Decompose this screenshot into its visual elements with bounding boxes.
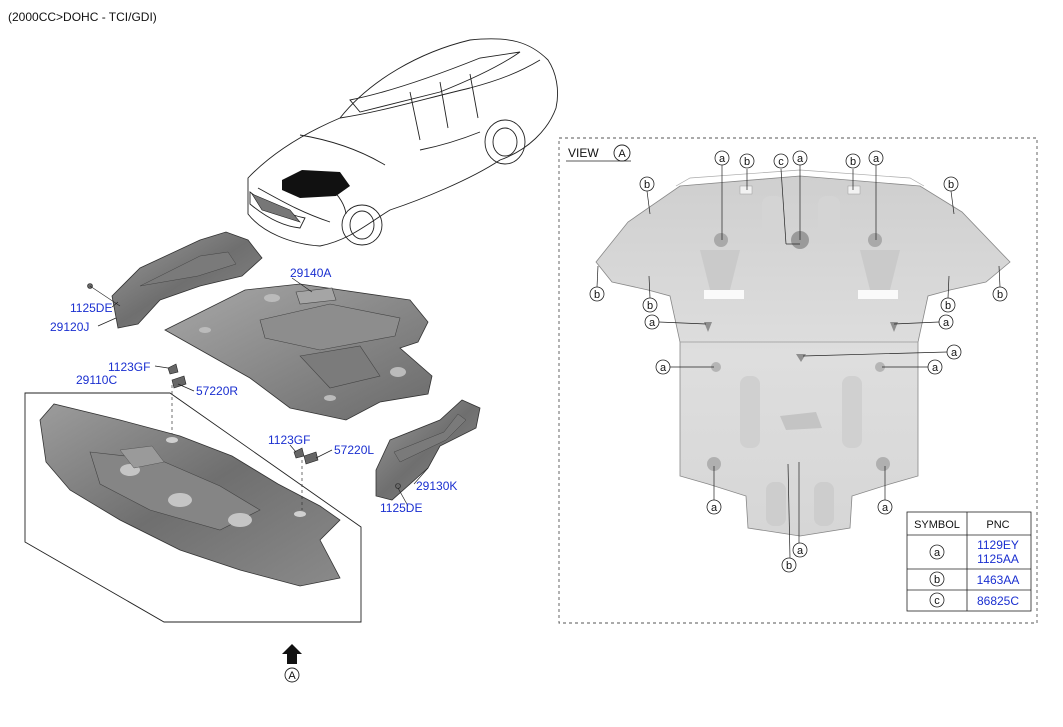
callout-a: a — [927, 359, 943, 375]
part-29130K-illustration — [375, 399, 481, 501]
callout-c: c — [773, 153, 789, 169]
svg-text:a: a — [943, 317, 950, 329]
part-29120J-illustration — [111, 231, 263, 329]
callout-a: a — [714, 150, 730, 166]
table-pnc-link[interactable]: 1125AA — [977, 552, 1019, 566]
pnc-29140A-link[interactable]: 29140A — [290, 266, 331, 280]
callout-a: a — [706, 499, 722, 515]
callout-b: b — [639, 176, 655, 192]
callout-a: a — [792, 542, 808, 558]
callout-a: a — [877, 499, 893, 515]
svg-text:a: a — [660, 362, 667, 374]
table-symbol-circle — [929, 571, 945, 587]
svg-text:b: b — [594, 289, 600, 301]
view-marker-letter: A — [288, 670, 296, 682]
svg-text:b: b — [786, 560, 792, 572]
svg-text:a: a — [797, 153, 804, 165]
table-row-symbol: a — [934, 547, 941, 559]
pnc-57220R-link[interactable]: 57220R — [196, 384, 238, 398]
table-row-symbol: c — [934, 595, 940, 607]
svg-text:b: b — [647, 300, 653, 312]
pnc-1123GF-top-link[interactable]: 1123GF — [108, 360, 150, 374]
svg-text:b: b — [997, 289, 1003, 301]
table-symbol-circle — [929, 592, 945, 608]
callout-b: b — [943, 176, 959, 192]
svg-text:a: a — [932, 362, 939, 374]
svg-text:b: b — [850, 156, 856, 168]
view-marker-circle — [284, 667, 300, 683]
engine-undercover-highlight — [282, 170, 350, 198]
callout-b: b — [642, 297, 658, 313]
svg-text:b: b — [945, 300, 951, 312]
svg-text:a: a — [951, 347, 958, 359]
symbol-pnc-table: SYMBOL PNC a 1129EY 1125AA b 1463AA c 86… — [906, 511, 1032, 612]
callout-b: b — [940, 297, 956, 313]
callout-a: a — [792, 150, 808, 166]
part-number-labels: 29140A 1125DE 29120J 1123GF 29110C 57220… — [50, 266, 457, 515]
svg-text:c: c — [778, 156, 784, 168]
callout-b: b — [992, 286, 1008, 302]
pnc-1125DE-bottom-link[interactable]: 1125DE — [380, 501, 422, 515]
dashed-assembly-lines — [171, 385, 303, 510]
svg-text:b: b — [744, 156, 750, 168]
svg-text:a: a — [711, 502, 718, 514]
svg-text:a: a — [882, 502, 889, 514]
view-direction-arrow-icon — [282, 644, 302, 664]
svg-text:b: b — [948, 179, 954, 191]
engine-spec-heading: (2000CC>DOHC - TCI/GDI) — [8, 10, 157, 24]
svg-text:a: a — [873, 153, 880, 165]
fastener-hardware — [87, 283, 401, 489]
table-pnc-link[interactable]: 1129EY — [977, 538, 1019, 552]
svg-text:a: a — [797, 545, 804, 557]
view-panel-letter: A — [618, 148, 626, 160]
callout-b: b — [739, 153, 755, 169]
view-panel-title: VIEW — [568, 146, 599, 160]
view-leader-lines — [596, 165, 1001, 559]
table-row-symbol: b — [934, 574, 940, 586]
table-header-symbol: SYMBOL — [914, 519, 960, 531]
leader-lines — [97, 277, 429, 507]
pnc-1125DE-top-link[interactable]: 1125DE — [70, 301, 112, 315]
pnc-29130K-link[interactable]: 29130K — [416, 479, 457, 493]
callout-markers: a b c a b a b b b b b b a a a a a a a a … — [589, 150, 1008, 573]
callout-b: b — [589, 286, 605, 302]
part-29140A-illustration — [164, 283, 433, 421]
callout-a: a — [938, 314, 954, 330]
view-a-panel — [558, 137, 1038, 624]
svg-text:a: a — [719, 153, 726, 165]
svg-text:a: a — [649, 317, 656, 329]
table-pnc-link[interactable]: 86825C — [977, 594, 1019, 608]
pnc-29120J-link[interactable]: 29120J — [50, 320, 89, 334]
table-symbol-circle — [929, 544, 945, 560]
assembly-frame — [24, 392, 362, 623]
callout-a: a — [868, 150, 884, 166]
callout-b: b — [781, 557, 797, 573]
svg-text:b: b — [644, 179, 650, 191]
table-pnc-link[interactable]: 1463AA — [977, 573, 1020, 587]
callout-a: a — [655, 359, 671, 375]
part-29110C-illustration — [39, 403, 341, 587]
front-grille — [251, 193, 301, 223]
table-header-pnc: PNC — [986, 519, 1009, 531]
pnc-29110C-link[interactable]: 29110C — [76, 373, 117, 387]
callout-b: b — [845, 153, 861, 169]
callout-a: a — [946, 344, 962, 360]
pnc-1123GF-bottom-link[interactable]: 1123GF — [268, 433, 310, 447]
pnc-57220L-link[interactable]: 57220L — [334, 443, 374, 457]
callout-a: a — [644, 314, 660, 330]
